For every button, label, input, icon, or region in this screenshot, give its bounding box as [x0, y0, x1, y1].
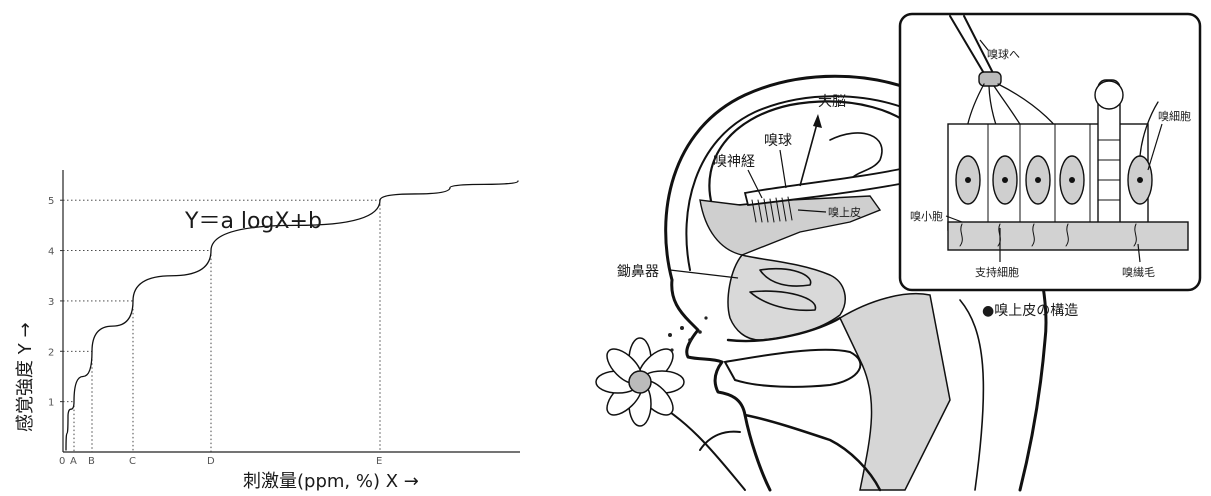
inset-caption: ●嗅上皮の構造	[982, 303, 1078, 319]
x-tick-label: A	[70, 456, 77, 467]
arrow-vomeronasal	[670, 270, 738, 278]
tongue	[725, 350, 860, 387]
bone-dotted	[700, 196, 880, 255]
y-tick-label: 1	[48, 398, 54, 409]
inset-label-cilia: 嗅繊毛	[1122, 265, 1155, 279]
x-tick-label: 0	[59, 456, 65, 467]
chart-title: Y＝a logX+b	[184, 209, 322, 234]
inset-label-to-bulb: 嗅球へ	[987, 47, 1020, 61]
y-tick-label: 5	[48, 196, 54, 207]
y-tick-label: 2	[48, 347, 54, 358]
label-olfactory-bulb: 嗅球	[764, 133, 792, 149]
x-tick-label: D	[207, 456, 215, 467]
label-olfactory-nerve: 嗅神経	[713, 154, 755, 170]
x-axis-label: 刺激量(ppm, %) X →	[243, 471, 419, 492]
y-tick-label: 4	[48, 247, 54, 258]
arrow-bulb	[780, 150, 786, 188]
x-tick-label: E	[376, 456, 382, 467]
arrowhead-brain	[813, 114, 822, 128]
nasal-cavity	[728, 255, 845, 340]
inset-label-support-cell: 支持細胞	[975, 265, 1019, 279]
inset-label-vesicle: 嗅小胞	[910, 209, 943, 223]
label-vomeronasal: 鋤鼻器	[617, 263, 659, 280]
label-brain: 大脳	[818, 94, 846, 110]
flower	[596, 316, 745, 490]
y-tick-label: 3	[48, 297, 54, 308]
y-axis-label: 感覚強度 Y →	[15, 322, 36, 432]
x-tick-label: B	[88, 456, 95, 467]
spine	[960, 300, 983, 490]
x-tick-label: C	[129, 456, 136, 467]
y-ticks: 1 2 3 4 5	[48, 196, 63, 408]
label-olfactory-epithelium: 嗅上皮	[828, 205, 861, 219]
head-diagram: 大脳 嗅球 嗅神経 嗅上皮 鋤鼻器	[596, 14, 1200, 490]
inset-label-olfactory-cell: 嗅細胞	[1158, 109, 1191, 123]
arrow-brain	[800, 120, 818, 186]
